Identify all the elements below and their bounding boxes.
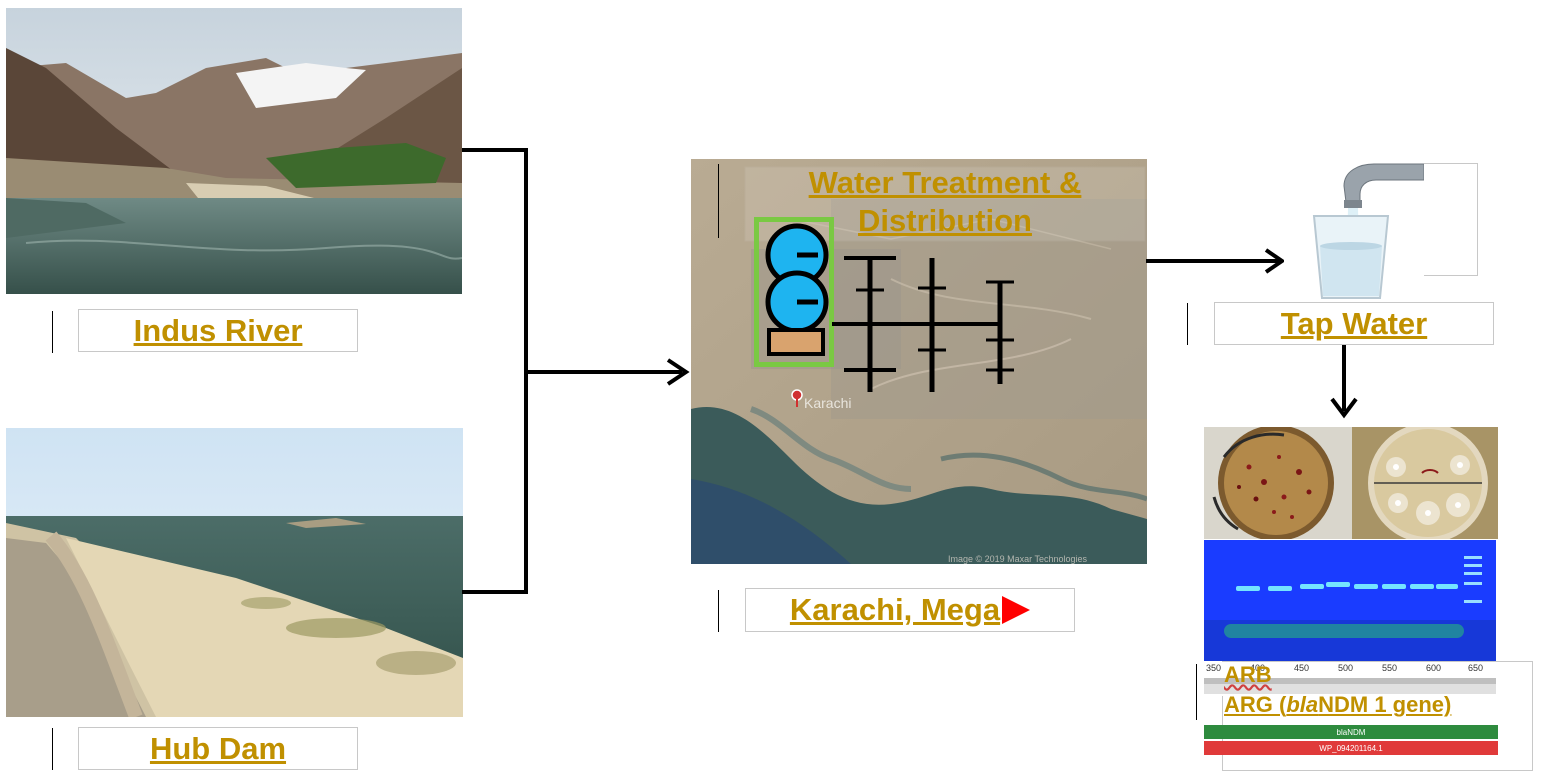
ruler-tick-500: 500 (1338, 663, 1354, 673)
petri-dish-disc-test-photo (1352, 427, 1498, 539)
ruler-tick-450: 450 (1294, 663, 1310, 673)
gene-track-label: blaNDM (1336, 727, 1366, 737)
sequence-panel-tick (1196, 664, 1197, 720)
treatment-title-line1: Water Treatment & (808, 165, 1082, 200)
indus-river-label-box: Indus River (78, 309, 358, 352)
petri-dish-culture-photo (1204, 427, 1352, 539)
gel-electrophoresis-image (1204, 540, 1496, 661)
indus-river-photo (6, 8, 462, 294)
arg-label-prefix: ARG ( (1224, 692, 1287, 717)
play-arrow-icon (1002, 596, 1031, 624)
treatment-plant-box (754, 217, 834, 367)
hub-dam-label: Hub Dam (149, 730, 287, 766)
arg-label-suffix: NDM 1 gene) (1318, 692, 1452, 717)
ruler-tick-550: 550 (1382, 663, 1398, 673)
map-title-tick (718, 164, 719, 238)
sequence-panel-frame (1222, 661, 1533, 771)
ruler-tick-650: 650 (1468, 663, 1484, 673)
karachi-caption: Karachi, Mega (789, 592, 1001, 627)
sequence-ruler: 350 400 450 500 550 600 650 (1204, 662, 1496, 696)
hub-dam-photo (6, 428, 463, 717)
indus-river-label: Indus River (133, 312, 303, 348)
indus-label-tick (52, 311, 53, 353)
arg-label-italic: bla (1286, 692, 1319, 717)
hub-label-tick (52, 728, 53, 770)
map-to-tap-arrow (1146, 248, 1286, 274)
karachi-map (691, 159, 1147, 564)
treatment-title: Water Treatment & Distribution (760, 164, 1130, 240)
ruler-tick-350: 350 (1206, 663, 1222, 673)
filter-bed (767, 328, 825, 356)
arb-label: ARB (1224, 662, 1272, 687)
protein-track: WP_094201164.1 (1204, 741, 1498, 755)
treatment-title-line2: Distribution (858, 203, 1032, 238)
tap-water-label: Tap Water (1280, 305, 1428, 341)
treatment-plant-schematic (765, 223, 1014, 392)
ruler-tick-600: 600 (1426, 663, 1442, 673)
map-credit: Image © 2019 Maxar Technologies (948, 554, 1088, 564)
arg-label: ARG (blaNDM 1 gene) (1224, 692, 1451, 718)
tap-water-label-box: Tap Water (1214, 302, 1494, 345)
gene-track: blaNDM (1204, 725, 1498, 739)
protein-track-label: WP_094201164.1 (1319, 743, 1383, 753)
caption-tick (718, 590, 719, 632)
ruler-tick-400: 400 (1250, 663, 1266, 673)
source-connector (462, 148, 690, 594)
tap-label-tick (1187, 303, 1188, 345)
city-marker-label: Karachi (804, 395, 852, 411)
tap-water-image (1284, 146, 1424, 300)
tap-to-analysis-arrow (1330, 345, 1358, 419)
karachi-caption-box: Karachi, Mega (745, 588, 1075, 632)
hub-dam-label-box: Hub Dam (78, 727, 358, 770)
